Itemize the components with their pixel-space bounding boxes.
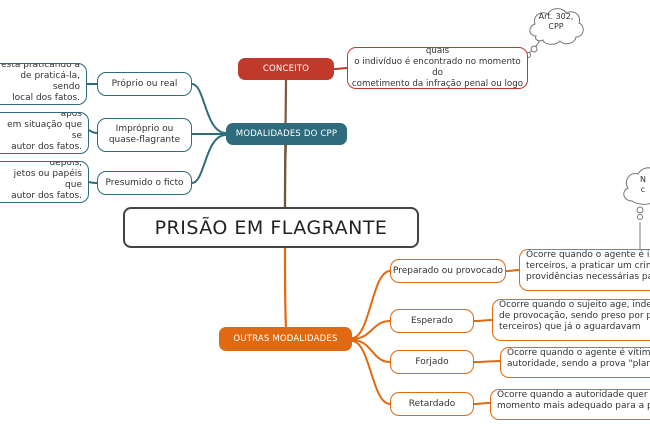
outras-desc-line: providências necessárias para q [526, 272, 650, 282]
connector-outras-preparado [351, 270, 391, 339]
central-topic[interactable]: PRISÃO EM FLAGRANTE [123, 207, 419, 248]
connector-central-outras [283, 247, 288, 328]
outras-item-label: Esperado [410, 315, 454, 326]
cpp-item-presumido[interactable]: Presumido o ficto [97, 171, 192, 195]
cpp-desc-proprio[interactable]: está praticando a de praticá-la, sendo l… [0, 63, 87, 105]
connector-improprio-desc [87, 129, 98, 134]
outras-item-label: Preparado ou provocado [392, 265, 504, 276]
connector-presumido-desc [87, 181, 98, 184]
cpp-desc-line: autor dos fatos. [11, 191, 82, 201]
outras-item-label: Forjado [415, 356, 449, 367]
outras-desc-line: terceiros) que já o aguardavam [499, 322, 641, 332]
outras-desc-retardado[interactable]: Ocorre quando a autoridade quer efetu mo… [490, 389, 650, 420]
connector-outras-retardado [351, 340, 391, 405]
conceito-node[interactable]: CONCEITO [238, 58, 334, 80]
connector-outras-esperado [351, 320, 391, 340]
outras-desc-line: autoridade, sendo a prova "plantada" p [507, 359, 650, 369]
outras-item-retardado[interactable]: Retardado [390, 392, 474, 416]
cpp-desc-presumido[interactable]: contrado, logo depois, jetos ou papéis q… [0, 161, 89, 203]
modalidades-cpp-label: MODALIDADES DO CPP [235, 129, 338, 139]
connector-retardado-desc [473, 402, 491, 405]
outras-modalidades-node[interactable]: OUTRAS MODALIDADES [219, 327, 352, 351]
modalidades-cpp-node[interactable]: MODALIDADES DO CPP [226, 123, 347, 145]
outras-item-forjado[interactable]: Forjado [390, 350, 474, 374]
connector-cpp-presumido [191, 134, 227, 184]
conceito-text-line: cometimento da infração penal ou logo ap… [351, 79, 524, 89]
cpp-desc-line: jetos ou papéis que [13, 169, 82, 190]
outras-desc-line: momento mais adequado para a produ [497, 401, 650, 411]
cpp-item-label: Presumido o ficto [105, 177, 184, 188]
note-bubble-dot [636, 206, 644, 214]
connector-esperado-desc [473, 319, 493, 322]
cpp-desc-line: perseguido, logo após [60, 112, 82, 119]
cpp-desc-line: está praticando a [1, 63, 80, 70]
connector-forjado-desc [473, 360, 501, 363]
outras-note-line: c [640, 185, 646, 194]
outras-note-line: N [640, 175, 646, 184]
cpp-item-improprio[interactable]: Impróprio ou quase-flagrante [97, 118, 192, 152]
note-bubble-dot [530, 45, 538, 53]
cpp-desc-line: em situação que se [7, 120, 82, 141]
connector-central-cpp [283, 144, 288, 208]
connector-preparado-desc [505, 269, 520, 272]
conceito-note-line: Art. 302, [538, 12, 574, 21]
conceito-text-line: É aquela que ocorre em situações nas qua… [425, 47, 450, 56]
outras-desc-line: Ocorre quando a autoridade quer efetu [497, 390, 650, 400]
outras-desc-esperado[interactable]: Ocorre quando o sujeito age, independer … [492, 299, 650, 341]
connector-outras-forjado [351, 339, 391, 363]
cpp-desc-improprio[interactable]: perseguido, logo após em situação que se… [0, 112, 89, 154]
cpp-desc-line: local dos fatos. [12, 93, 80, 103]
outras-desc-line: de provocação, sendo preso por polici [499, 311, 650, 321]
outras-item-esperado[interactable]: Esperado [390, 309, 474, 333]
outras-item-label: Retardado [408, 398, 456, 409]
cpp-item-label: Próprio ou real [111, 78, 178, 89]
outras-desc-line: Ocorre quando o sujeito age, independer [499, 300, 650, 310]
cpp-desc-line: de praticá-la, sendo [20, 71, 80, 92]
conceito-text-line: o indivíduo é encontrado no momento do [354, 57, 521, 78]
conceito-text-box[interactable]: É aquela que ocorre em situações nas qua… [347, 47, 528, 89]
cpp-desc-line: autor dos fatos. [11, 142, 82, 152]
cpp-desc-line: contrado, logo depois, [49, 161, 82, 168]
conceito-label: CONCEITO [262, 64, 310, 74]
outras-note-cloud [623, 167, 650, 205]
outras-note-text: N c [636, 175, 650, 195]
cpp-item-proprio[interactable]: Próprio ou real [97, 72, 192, 96]
note-bubble-dot [637, 214, 643, 220]
conceito-note-cloud [529, 8, 584, 45]
cpp-item-label-line: Impróprio ou [115, 124, 174, 134]
conceito-note-text: Art. 302, CPP [532, 12, 580, 32]
outras-desc-preparado[interactable]: Ocorre quando o agente é imp terceiros, … [519, 249, 650, 291]
outras-modalidades-label: OUTRAS MODALIDADES [233, 334, 338, 344]
conceito-note-line: CPP [548, 22, 564, 31]
connector-conceito-text [333, 67, 349, 70]
outras-desc-line: Ocorre quando o agente é imp [526, 250, 650, 260]
cpp-item-label-line: quase-flagrante [108, 135, 181, 145]
connector-cpp-proprio [191, 83, 227, 134]
outras-desc-line: terceiros, a praticar um crime, n [526, 261, 650, 271]
outras-item-preparado[interactable]: Preparado ou provocado [390, 259, 506, 283]
